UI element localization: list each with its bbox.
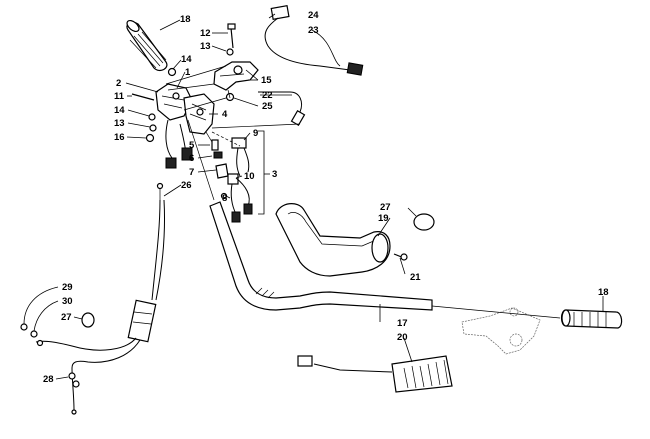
callout-19: 19 xyxy=(378,213,389,224)
callout-14-left: 14 xyxy=(114,105,125,116)
callout-16: 16 xyxy=(114,132,125,143)
nut-14-top xyxy=(167,67,177,77)
callout-14-top: 14 xyxy=(181,54,192,65)
switch-10 xyxy=(227,173,253,223)
callout-27-left: 27 xyxy=(61,312,72,323)
right-grip xyxy=(560,309,623,329)
throttle-cable-26 xyxy=(35,182,166,415)
screw-12 xyxy=(227,23,236,49)
callout-18-top: 18 xyxy=(180,14,191,25)
grip-heater-wire-23 xyxy=(264,4,364,76)
control-housing xyxy=(155,83,215,135)
screw-20 xyxy=(393,253,408,261)
callout-12: 12 xyxy=(200,28,211,39)
callout-20: 21 xyxy=(410,272,421,283)
callout-29: 29 xyxy=(62,282,73,293)
callout-26: 26 xyxy=(181,180,192,191)
callout-25: 25 xyxy=(262,101,273,112)
callout-13-left: 13 xyxy=(114,118,125,129)
callout-27-right: 27 xyxy=(380,202,391,213)
switch-9 xyxy=(231,137,250,177)
callout-4: 4 xyxy=(222,109,228,120)
leader-lines xyxy=(23,13,604,380)
throttle-housing-phantom xyxy=(461,307,541,355)
end-40 xyxy=(36,339,44,347)
washer-13-top xyxy=(226,48,234,56)
left-grip xyxy=(126,19,168,72)
cable-end-28 xyxy=(68,372,80,388)
callout-24: 24 xyxy=(308,10,319,21)
callout-21: 20 xyxy=(397,332,408,343)
callout-23: 23 xyxy=(308,25,319,36)
clamp-27-right xyxy=(413,213,435,231)
heater-element-21 xyxy=(297,355,453,393)
callout-9: 9 xyxy=(253,128,258,139)
washer-30 xyxy=(30,330,38,338)
handlebar-pad-19 xyxy=(275,203,391,277)
callout-2: 2 xyxy=(116,78,121,89)
callout-13-top: 13 xyxy=(200,41,211,52)
callout-15: 15 xyxy=(261,75,272,86)
callout-5: 5 xyxy=(189,140,195,151)
callout-7: 7 xyxy=(189,167,194,178)
callout-10: 10 xyxy=(244,171,255,182)
callout-11: 11 xyxy=(114,91,125,102)
handlebar-17 xyxy=(209,201,433,311)
cable-clip-22 xyxy=(258,91,306,127)
nut-16 xyxy=(145,133,155,143)
part-7 xyxy=(215,163,229,179)
callout-8: 8 xyxy=(222,193,227,204)
washer-13-left xyxy=(149,124,157,132)
screw-11 xyxy=(131,93,155,101)
callout-3: 3 xyxy=(272,169,277,180)
callout-30: 30 xyxy=(62,296,73,307)
nut-14-left xyxy=(148,113,156,121)
callout-28: 28 xyxy=(43,374,54,385)
ring-29 xyxy=(20,323,28,331)
callout-18-right: 18 xyxy=(598,287,609,298)
callout-6: 6 xyxy=(189,153,194,164)
callout-labels: 18 12 13 14 1 2 11 14 13 16 4 15 22 25 9… xyxy=(43,10,609,385)
part-6 xyxy=(213,151,223,159)
reference-lines xyxy=(165,65,561,319)
switch-harness xyxy=(165,119,193,169)
throttle-lever-15 xyxy=(213,61,259,91)
clamp-27-left xyxy=(81,312,95,328)
callout-1: 1 xyxy=(185,67,191,78)
part-5 xyxy=(211,139,219,151)
callout-22: 22 xyxy=(262,90,273,101)
callout-17: 17 xyxy=(397,318,408,329)
